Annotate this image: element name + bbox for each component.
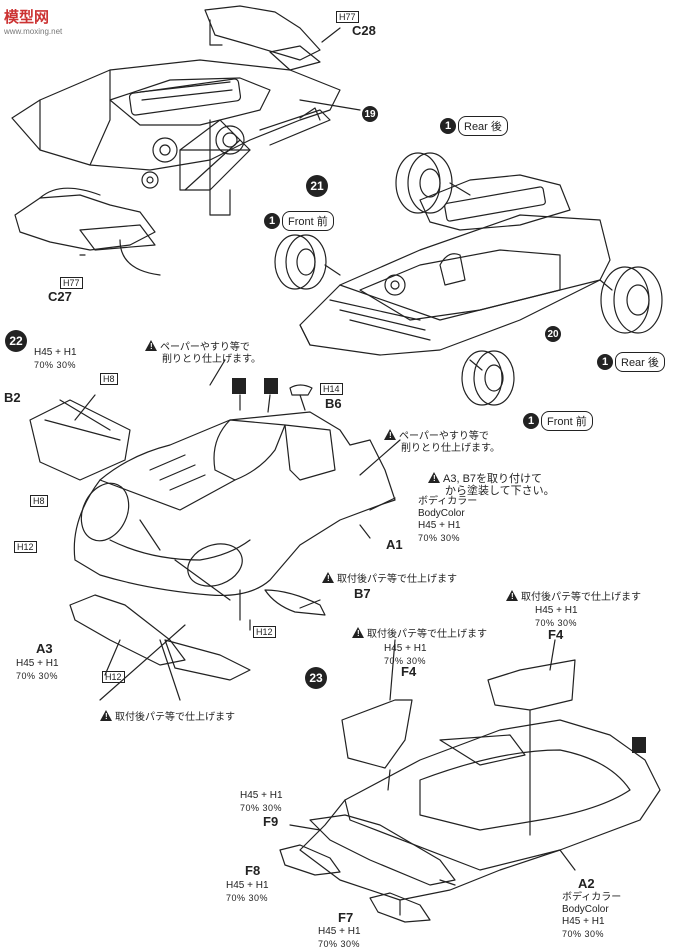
step-21-badge: 21 xyxy=(306,175,328,197)
wheel-part-number: 1 xyxy=(597,354,613,370)
step-20-ref: 20 xyxy=(545,326,561,342)
paint-code-c28: H77 xyxy=(336,10,359,23)
wheel-tag-rear-right: 1 Rear 後 xyxy=(597,352,665,372)
warning-icon xyxy=(506,590,518,603)
warning-icon xyxy=(384,429,396,442)
wheel-part-number: 1 xyxy=(523,413,539,429)
body-a1-drawing xyxy=(29,359,401,701)
wheel-part-number: 1 xyxy=(440,118,456,134)
warning-icon xyxy=(352,627,364,640)
wheel-tag-front-bottom: 1 Front 前 xyxy=(523,411,593,431)
watermark: 模型网 www.moxing.net xyxy=(4,6,62,36)
step-22-badge: 22 xyxy=(5,330,27,352)
chassis-wheels-drawing xyxy=(274,152,663,406)
watermark-brand: 模型网 xyxy=(4,9,50,26)
step-19-ref: 19 xyxy=(362,106,378,122)
wheel-position-label: Rear 後 xyxy=(458,116,508,136)
wheel-position-label: Front 前 xyxy=(282,211,334,231)
note-paint-after: A3, B7を取り付けて から塗装して下さい。 xyxy=(428,472,555,497)
part-label-f4-left: F4 xyxy=(401,664,417,679)
decal-icon xyxy=(232,378,246,394)
paint-code-c27: H77 xyxy=(60,276,83,289)
part-label-c28: C28 xyxy=(352,23,376,38)
paint-code-b6: H14 xyxy=(320,382,343,395)
note-sand-top: ペーパーやすり等で 削りとり仕上げます。 xyxy=(145,340,261,366)
paint-code-b2-bottom: H8 xyxy=(30,494,48,507)
part-label-f4-right: F4 xyxy=(548,627,564,642)
note-putty-a3: 取付後パテ等で仕上げます xyxy=(100,710,235,724)
wheel-tag-front-left: 1 Front 前 xyxy=(264,211,334,231)
part-label-b7: B7 xyxy=(354,586,371,601)
part-label-a1: A1 xyxy=(386,537,403,552)
paint-code-a3: H12 xyxy=(102,670,125,683)
note-putty-b7: 取付後パテ等で仕上げます xyxy=(322,572,457,586)
warning-icon xyxy=(428,472,440,485)
part-label-f8: F8 xyxy=(245,863,261,878)
step-23-badge: 23 xyxy=(305,667,327,689)
part-label-b6: B6 xyxy=(325,396,342,411)
part-label-c27: C27 xyxy=(48,289,72,304)
wheel-tag-rear-top: 1 Rear 後 xyxy=(440,116,508,136)
part-label-f9: F9 xyxy=(263,814,279,829)
part-label-b2: B2 xyxy=(4,390,21,405)
note-putty-f4-right: 取付後パテ等で仕上げます xyxy=(506,590,641,604)
part-label-a2: A2 xyxy=(578,876,595,891)
wheel-position-label: Rear 後 xyxy=(615,352,665,372)
decal-icon xyxy=(632,737,646,753)
wheel-part-number: 1 xyxy=(264,213,280,229)
body-a2-drawing xyxy=(279,639,661,923)
warning-icon xyxy=(145,340,157,353)
note-sand-right: ペーパーやすり等で 削りとり仕上げます。 xyxy=(384,429,500,455)
warning-icon xyxy=(322,572,334,585)
paint-code-b2-top: H8 xyxy=(100,372,118,385)
part-label-f7: F7 xyxy=(338,910,354,925)
cement-icon xyxy=(264,378,278,394)
part-label-a3: A3 xyxy=(36,641,53,656)
wheel-position-label: Front 前 xyxy=(541,411,593,431)
warning-icon xyxy=(100,710,112,723)
paint-code-body-right: H12 xyxy=(253,625,276,638)
note-putty-f4: 取付後パテ等で仕上げます xyxy=(352,627,487,641)
watermark-url: www.moxing.net xyxy=(4,27,63,36)
paint-code-body-left: H12 xyxy=(14,540,37,553)
rear-frame-engine-drawing xyxy=(11,5,361,276)
